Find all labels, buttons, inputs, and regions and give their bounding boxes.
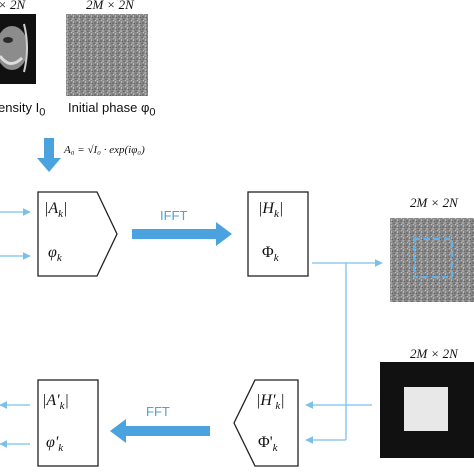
phase-image [66, 14, 148, 96]
dashed-roi-square [413, 238, 453, 278]
intensity-image [0, 14, 36, 84]
h-prime-k-box [233, 379, 299, 467]
mask-image [380, 362, 474, 458]
fft-arrow-icon [110, 419, 210, 443]
a-prime-k-phase: φ'k [46, 434, 64, 455]
size-label-mask: 2M × 2N [410, 346, 458, 361]
intensity-caption: ensity I0 [0, 100, 46, 119]
size-label-phase: 2M × 2N [86, 0, 134, 12]
h-prime-k-phase: Φ'k [258, 434, 278, 455]
down-arrow-icon [37, 138, 61, 172]
output-image [390, 218, 474, 302]
h-k-magnitude: |Hk| [258, 200, 284, 221]
fft-label: FFT [146, 404, 170, 419]
a-k-phase: φk [48, 244, 62, 265]
formula: A₀ = √I₀ · exp(iφ₀) [64, 144, 145, 156]
a-k-box [37, 191, 118, 277]
a-prime-k-box [37, 379, 99, 467]
a-prime-k-magnitude: |A'k| [42, 392, 69, 413]
a-k-magnitude: |Ak| [44, 200, 68, 221]
ifft-arrow-icon [132, 222, 232, 246]
phase-caption: Initial phase φ0 [68, 100, 156, 119]
h-k-phase: Φk [262, 244, 279, 265]
ifft-label: IFFT [160, 208, 188, 223]
size-label-output: 2M × 2N [410, 195, 458, 210]
h-prime-k-magnitude: |H'k| [256, 392, 285, 413]
h-k-box [247, 191, 309, 277]
size-label-top-left: × 2N [0, 0, 26, 12]
